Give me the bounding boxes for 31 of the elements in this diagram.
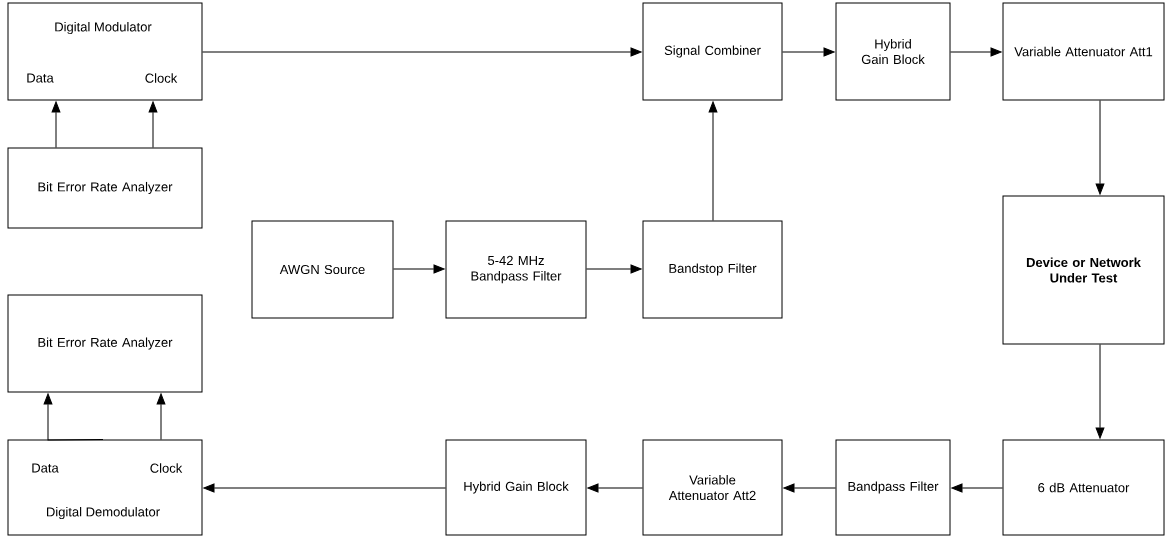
block-box: 5-42 MHz Bandpass Filter (445, 220, 587, 319)
block-box: Bandstop Filter (642, 220, 783, 319)
arrow (43, 393, 104, 441)
block-box: Bandpass Filter (835, 439, 951, 536)
arrow (1095, 100, 1105, 195)
block-box: 6 dB Attenuator (1002, 439, 1165, 536)
arrow (950, 47, 1002, 57)
arrow (1095, 344, 1105, 439)
arrow (202, 47, 642, 57)
arrow (708, 101, 718, 221)
arrow (203, 483, 446, 493)
arrow (587, 483, 643, 493)
block-box: Hybrid Gain Block (445, 439, 587, 536)
block-box: Bit Error Rate Analyzer (7, 147, 203, 229)
arrow (782, 47, 835, 57)
block-box: Hybrid Gain Block (835, 2, 951, 101)
arrow (951, 483, 1003, 493)
block-box: Signal Combiner (642, 2, 783, 101)
arrow (156, 393, 166, 440)
block-box: AWGN Source (251, 220, 394, 319)
block-box: Digital Modulator Data Clock (7, 2, 203, 101)
arrow (393, 264, 445, 274)
arrow (51, 101, 61, 148)
test-device-box: Device or Network Under Test (1002, 195, 1165, 345)
arrow (148, 101, 158, 148)
arrow (783, 483, 836, 493)
block-box: Variable Attenuator Att1 (1002, 2, 1165, 101)
block-box: Data Clock Digital Demodulator (7, 439, 203, 536)
arrow (586, 264, 642, 274)
block-box: Variable Attenuator Att2 (642, 439, 783, 536)
block-box: Bit Error Rate Analyzer (7, 294, 203, 393)
